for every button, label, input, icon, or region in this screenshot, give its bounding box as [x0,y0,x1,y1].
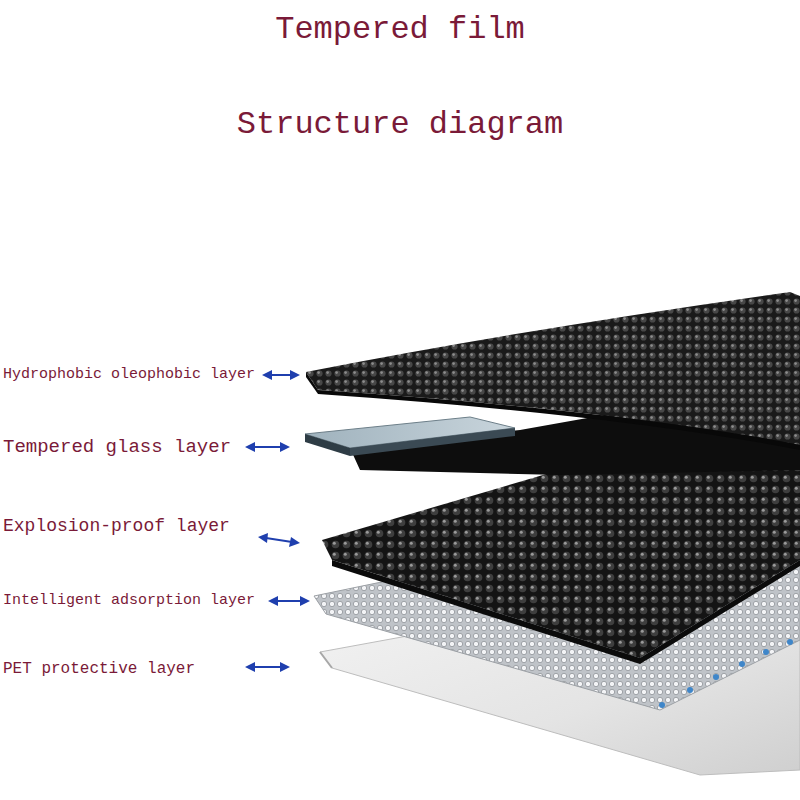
layer-label: Explosion-proof layer [3,516,230,538]
layer-label: Hydrophobic oleophobic layer [3,366,255,384]
layer-label: Tempered glass layer [3,436,231,459]
layer-label: PET protective layer [3,660,195,679]
diagram-title: Tempered film [275,11,525,49]
diagram-subtitle: Structure diagram [237,106,563,144]
layer-label: Intelligent adsorption layer [3,592,255,610]
